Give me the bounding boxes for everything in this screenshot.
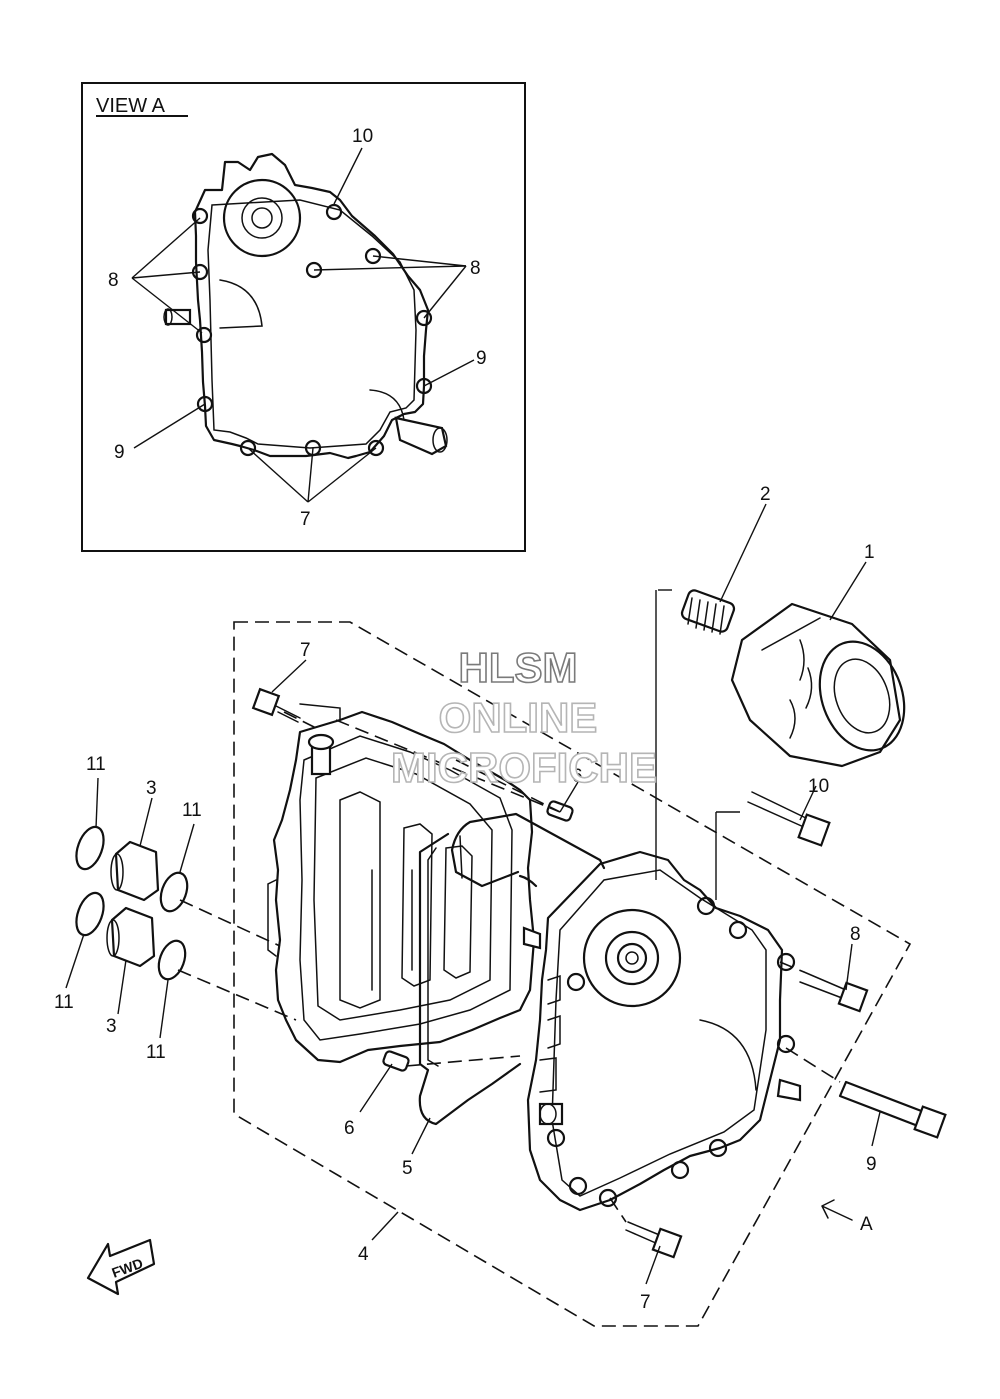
callout-4: 4 bbox=[358, 1244, 369, 1265]
oil-filter bbox=[730, 602, 906, 768]
callout-11-bottom-right: 11 bbox=[146, 1042, 166, 1063]
callout-7-lower: 7 bbox=[640, 1292, 651, 1313]
callout-11-top-left: 11 bbox=[86, 754, 106, 775]
fwd-arrow-icon: FWD bbox=[86, 1238, 156, 1296]
callout-6-lower: 6 bbox=[344, 1118, 355, 1139]
filter-stud bbox=[680, 589, 736, 635]
cover-assembly-boundary bbox=[233, 621, 912, 1327]
view-a-bolt-bosses bbox=[191, 203, 433, 457]
bolt-8 bbox=[799, 971, 869, 1013]
callout-11-top-right: 11 bbox=[182, 800, 202, 821]
cooler-body bbox=[267, 703, 542, 1064]
callout-6-upper: 6 bbox=[572, 766, 583, 787]
view-a-arrow: A bbox=[821, 1199, 873, 1235]
watermark-line-2: ONLINE bbox=[439, 694, 598, 741]
arrow-a-label: A bbox=[860, 1214, 873, 1235]
bolt-9 bbox=[838, 1080, 947, 1139]
view-a-callout-7: 7 bbox=[300, 509, 311, 530]
leader-lines bbox=[65, 503, 881, 1285]
view-a-leaders bbox=[131, 147, 475, 503]
view-a-callout-9-right: 9 bbox=[476, 348, 487, 369]
o-rings bbox=[75, 825, 189, 981]
view-a-title: VIEW A bbox=[96, 95, 166, 117]
callout-10: 10 bbox=[808, 776, 829, 797]
watermark-line-1: HLSM bbox=[459, 644, 578, 691]
gasket bbox=[418, 812, 606, 1126]
callout-11-bottom-left: 11 bbox=[54, 992, 74, 1013]
callout-3-upper: 3 bbox=[146, 778, 157, 799]
view-a-callout-8-right: 8 bbox=[470, 258, 481, 279]
watermark-line-3: MICROFICHE bbox=[391, 744, 657, 791]
callout-7-upper: 7 bbox=[300, 640, 311, 661]
callout-2: 2 bbox=[760, 484, 771, 505]
crankcase-cover bbox=[526, 850, 802, 1212]
bolt-7-top bbox=[251, 687, 301, 723]
view-a-callout-9-left: 9 bbox=[114, 442, 125, 463]
watermark: HLSM ONLINE MICROFICHE bbox=[390, 643, 658, 792]
bolt-7-bottom bbox=[625, 1221, 683, 1259]
view-a-callout-10: 10 bbox=[352, 126, 373, 147]
bolt-10 bbox=[747, 791, 831, 847]
callout-1: 1 bbox=[864, 542, 875, 563]
callout-9: 9 bbox=[866, 1154, 877, 1175]
pipes bbox=[106, 840, 160, 968]
dowel-pin-lower bbox=[382, 1050, 410, 1072]
callout-3-lower: 3 bbox=[106, 1016, 117, 1037]
view-a-callout-8-left: 8 bbox=[108, 270, 119, 291]
view-a-inset: VIEW A bbox=[81, 82, 526, 552]
callout-5: 5 bbox=[402, 1158, 413, 1179]
callout-8: 8 bbox=[850, 924, 861, 945]
